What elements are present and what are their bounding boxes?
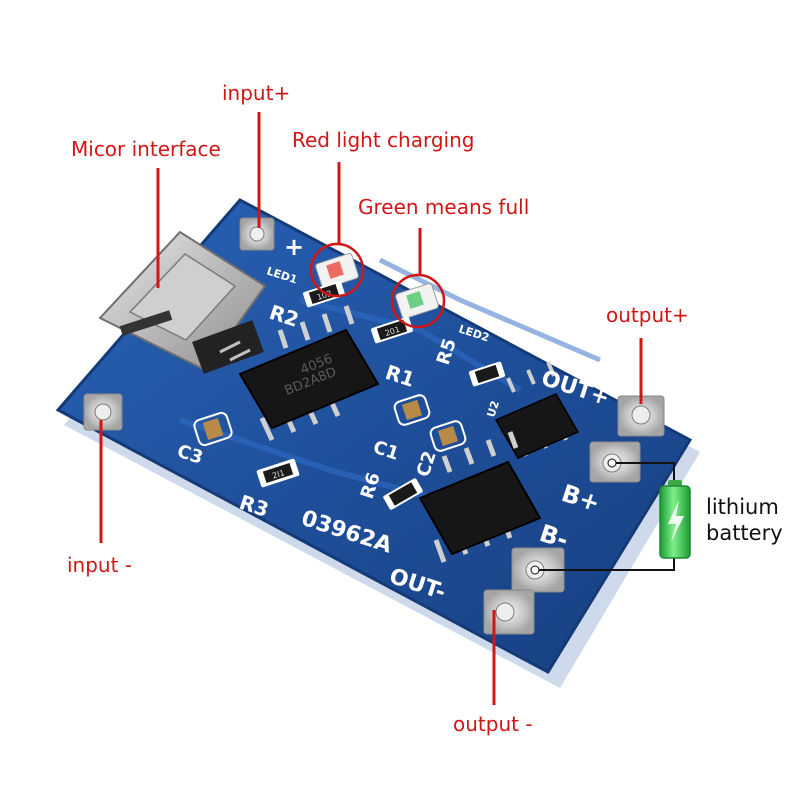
- callout-input-plus: input+: [222, 81, 290, 105]
- led1-red: [315, 253, 359, 289]
- capacitor-c3: [193, 411, 233, 447]
- battery-label-line1: lithium: [706, 495, 779, 519]
- callout-micor-interface: Micor interface: [71, 137, 221, 161]
- callout-input-minus: input -: [67, 553, 132, 577]
- capacitor-c2: [429, 420, 467, 452]
- pad-input-plus: [239, 217, 275, 251]
- resistor-r1-code: 201: [384, 325, 401, 338]
- led1-highlight-circle: [309, 242, 365, 298]
- silk-k: K: [676, 414, 700, 442]
- battery-wire-dot-negative: [530, 565, 540, 575]
- chip-tp4056: 4056 BD2A8D: [238, 305, 380, 442]
- resistor-r3: 2I1: [256, 458, 300, 488]
- battery-icon: [659, 480, 691, 559]
- pad-output-minus: [483, 589, 535, 635]
- silk-plus: +: [284, 233, 304, 261]
- led2-highlight-circle: [390, 273, 446, 329]
- chip-protection: [418, 431, 542, 563]
- pad-input-minus: [83, 393, 123, 431]
- lightning-icon: [668, 500, 684, 542]
- callout-leader-lines: [99, 112, 643, 705]
- battery-wire-positive: [612, 462, 675, 486]
- micro-usb-connector: [98, 230, 267, 374]
- pcb-trace: [378, 257, 601, 363]
- battery-wires: [535, 462, 675, 571]
- resistor-r2: 102: [303, 280, 345, 308]
- led2-green: [395, 283, 439, 319]
- silkscreen-labels: + LED1 LED2 R2 R1 R5 R3 R6 C1 C2 C3 U2 O…: [174, 233, 700, 605]
- chip-u2: [494, 361, 580, 459]
- callout-red-light: Red light charging: [292, 128, 474, 152]
- battery-wire-negative: [535, 558, 675, 571]
- callout-green-full: Green means full: [358, 195, 529, 219]
- resistor-r3-code: 2I1: [271, 468, 286, 480]
- resistor-r2-code: 102: [316, 289, 333, 302]
- resistor-r6: [383, 478, 423, 510]
- callout-output-minus: output -: [453, 712, 533, 736]
- silk-u2: U2: [484, 399, 501, 419]
- callout-output-plus: output+: [606, 303, 689, 327]
- resistor-r5: [468, 361, 506, 387]
- battery-label-line2: battery: [706, 521, 783, 545]
- battery-wire-dot-positive: [607, 458, 617, 468]
- capacitor-c1: [393, 394, 431, 426]
